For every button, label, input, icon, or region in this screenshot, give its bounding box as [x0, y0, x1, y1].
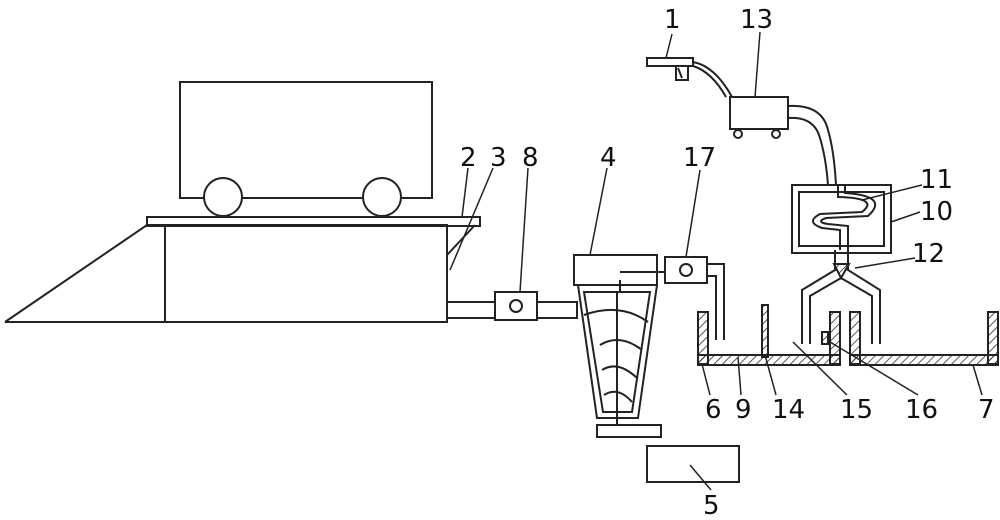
platform-deck — [146, 216, 481, 227]
label-4: 4 — [600, 143, 617, 173]
label-1: 1 — [664, 5, 681, 35]
block-16 — [821, 331, 829, 345]
label-7: 7 — [978, 395, 995, 425]
label-2: 2 — [460, 143, 477, 173]
loading-ramp — [4, 224, 476, 323]
label-6: 6 — [705, 395, 722, 425]
label-17: 17 — [683, 143, 716, 173]
settling-tank-7 — [849, 311, 999, 366]
label-5: 5 — [703, 491, 720, 520]
valve-8 — [494, 291, 538, 321]
label-11: 11 — [920, 165, 953, 195]
coil-11 — [812, 185, 877, 250]
label-10: 10 — [920, 197, 953, 227]
hose — [787, 104, 837, 186]
nozzle-1 — [646, 57, 694, 81]
heater-box-10 — [791, 184, 892, 254]
label-14: 14 — [772, 395, 805, 425]
control-box-5 — [646, 445, 740, 483]
baffle-14 — [761, 304, 769, 358]
pump-line — [619, 256, 725, 340]
cart — [179, 81, 433, 217]
leader-lines — [449, 31, 983, 491]
splitter-12 — [801, 250, 881, 344]
label-15: 15 — [840, 395, 873, 425]
label-12: 12 — [912, 239, 945, 269]
label-13: 13 — [740, 5, 773, 35]
unit-13 — [729, 96, 789, 139]
mixing-tank — [573, 254, 662, 438]
label-3: 3 — [490, 143, 507, 173]
label-16: 16 — [905, 395, 938, 425]
label-8: 8 — [522, 143, 539, 173]
label-9: 9 — [735, 395, 752, 425]
nozzle-cord — [692, 61, 733, 98]
